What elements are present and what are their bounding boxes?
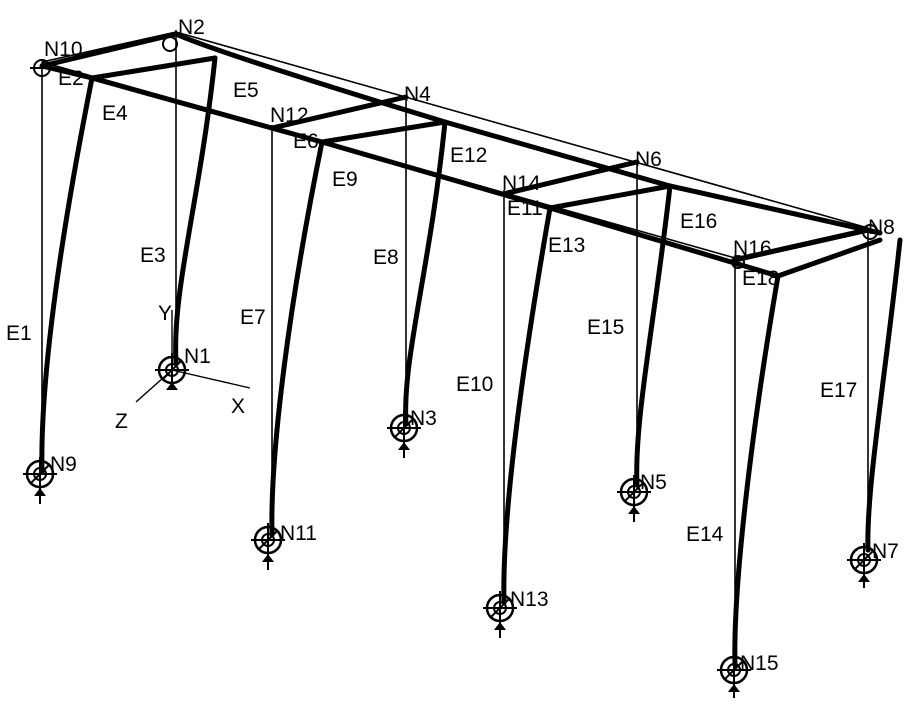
deformed-tie-e11	[501, 159, 640, 197]
element-labels: E1 E2 E3 E4 E5 E6 E7 E8 E9 E10 E11 E12 E…	[6, 67, 857, 546]
node-label: N14	[502, 172, 541, 195]
node-label: N1	[184, 345, 211, 368]
support-symbol-n13	[483, 591, 517, 638]
element-label: E3	[140, 244, 166, 267]
node-label: N5	[640, 471, 667, 494]
node-label: N3	[410, 407, 437, 430]
deformed-beam-back	[173, 31, 883, 236]
element-label: E18	[742, 267, 779, 290]
axis-x-line	[171, 369, 251, 389]
axis-z-line	[135, 369, 173, 403]
support-symbol-n9	[23, 457, 57, 504]
deformed-column-e10	[501, 205, 553, 606]
node-labels: N1 N2 N3 N4 N5 N6 N7 N8 N9 N10 N11 N12 N…	[44, 16, 899, 675]
deformed-column-e14	[732, 273, 781, 668]
undeformed-beam-back	[175, 31, 869, 229]
axis-z-label: Z	[115, 410, 128, 433]
deformed-structure	[39, 31, 903, 668]
deformed-tie-e4	[89, 55, 218, 81]
global-axes: X Y Z	[115, 302, 251, 433]
support-symbol-n3	[387, 411, 421, 458]
deformed-column-e17	[865, 237, 903, 553]
node-label: N16	[733, 237, 772, 260]
top-node-markers	[30, 36, 878, 269]
node-label: N13	[510, 588, 549, 611]
deformed-tie-e13	[547, 183, 673, 211]
element-label: E5	[233, 79, 259, 102]
axis-x-label: X	[231, 395, 245, 418]
deformed-column-e8	[403, 119, 448, 427]
deformed-tie-e9	[319, 119, 448, 145]
element-label: E4	[102, 102, 128, 125]
node-label: N2	[178, 16, 205, 39]
element-label: E9	[332, 168, 358, 191]
element-label: E6	[293, 130, 319, 153]
node-label: N11	[280, 522, 317, 545]
supports	[23, 353, 881, 698]
element-label: E16	[680, 210, 717, 233]
deformed-tie-e18	[775, 237, 883, 279]
element-label: E10	[456, 373, 493, 396]
element-label: E1	[6, 322, 32, 345]
element-label: E14	[686, 523, 724, 546]
support-symbol-n5	[617, 475, 651, 522]
deformed-beam-top-left	[39, 31, 179, 69]
node-marker-n16	[731, 255, 745, 269]
node-label: N10	[44, 38, 83, 61]
node-label: N4	[404, 83, 431, 106]
axis-y-label: Y	[158, 302, 172, 325]
element-label: E8	[373, 246, 399, 269]
deformed-column-e1	[39, 75, 95, 475]
deformed-column-e7	[269, 139, 325, 538]
element-label: E11	[507, 197, 543, 220]
deformed-column-e3	[173, 55, 218, 365]
deformed-tie-e16b	[732, 227, 871, 263]
node-label: N7	[872, 540, 899, 563]
element-label: E2	[58, 67, 84, 90]
element-label: E12	[450, 144, 487, 167]
support-symbol-n7	[847, 543, 881, 588]
node-label: N8	[868, 216, 895, 239]
node-label: N6	[635, 148, 662, 171]
deformed-column-e15	[634, 183, 673, 488]
support-symbol-n11	[251, 523, 285, 570]
element-label: E7	[240, 306, 266, 329]
deformed-tie-e12	[269, 94, 409, 131]
node-label: N12	[270, 104, 309, 127]
element-label: E13	[548, 234, 585, 257]
node-marker-n2	[162, 36, 178, 52]
node-label: N9	[50, 453, 77, 476]
node-marker-n8	[862, 224, 878, 240]
support-symbol-n15	[717, 653, 751, 698]
element-label: E17	[820, 379, 857, 402]
element-label: E15	[587, 316, 624, 339]
node-label: N15	[740, 652, 779, 675]
